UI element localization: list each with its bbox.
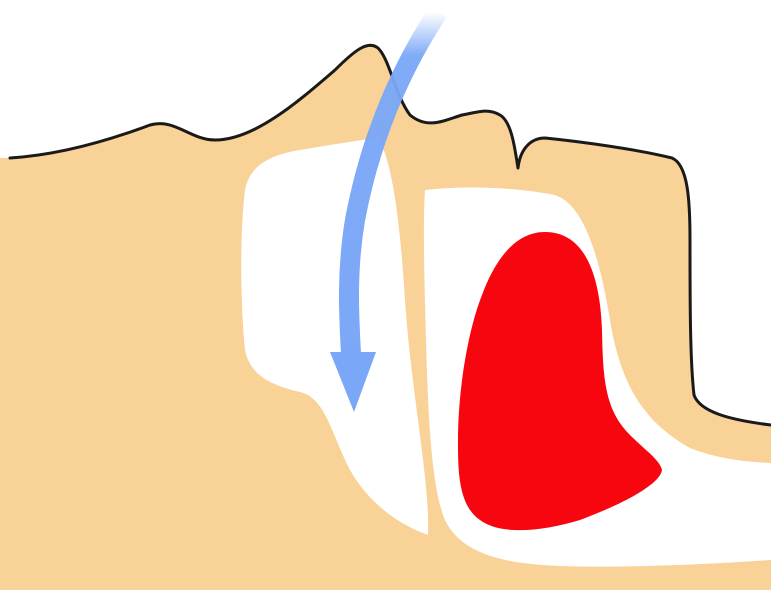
airway-diagram-svg [0, 0, 771, 590]
airway-diagram [0, 0, 771, 590]
